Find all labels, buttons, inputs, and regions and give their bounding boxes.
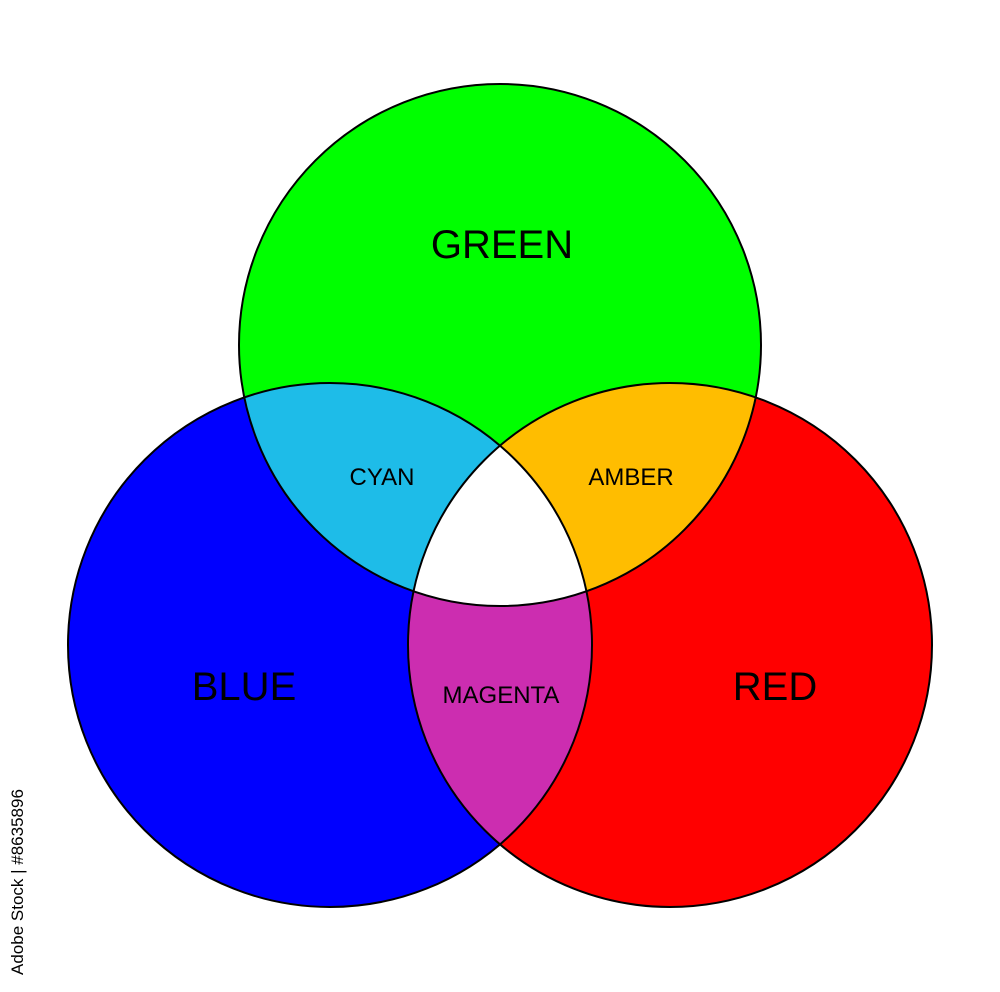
stock-image-id: Adobe Stock | #8635896 <box>8 775 36 975</box>
cyan-label: CYAN <box>350 464 415 491</box>
white-center-overlap <box>408 383 592 606</box>
red-label: RED <box>733 665 817 709</box>
circle-outlines <box>67 83 933 908</box>
magenta-label: MAGENTA <box>443 682 560 709</box>
green-label: GREEN <box>431 223 573 267</box>
stock-image-id-text: Adobe Stock | #8635896 <box>8 789 27 975</box>
blue-label: BLUE <box>192 665 297 709</box>
amber-label: AMBER <box>588 464 673 491</box>
